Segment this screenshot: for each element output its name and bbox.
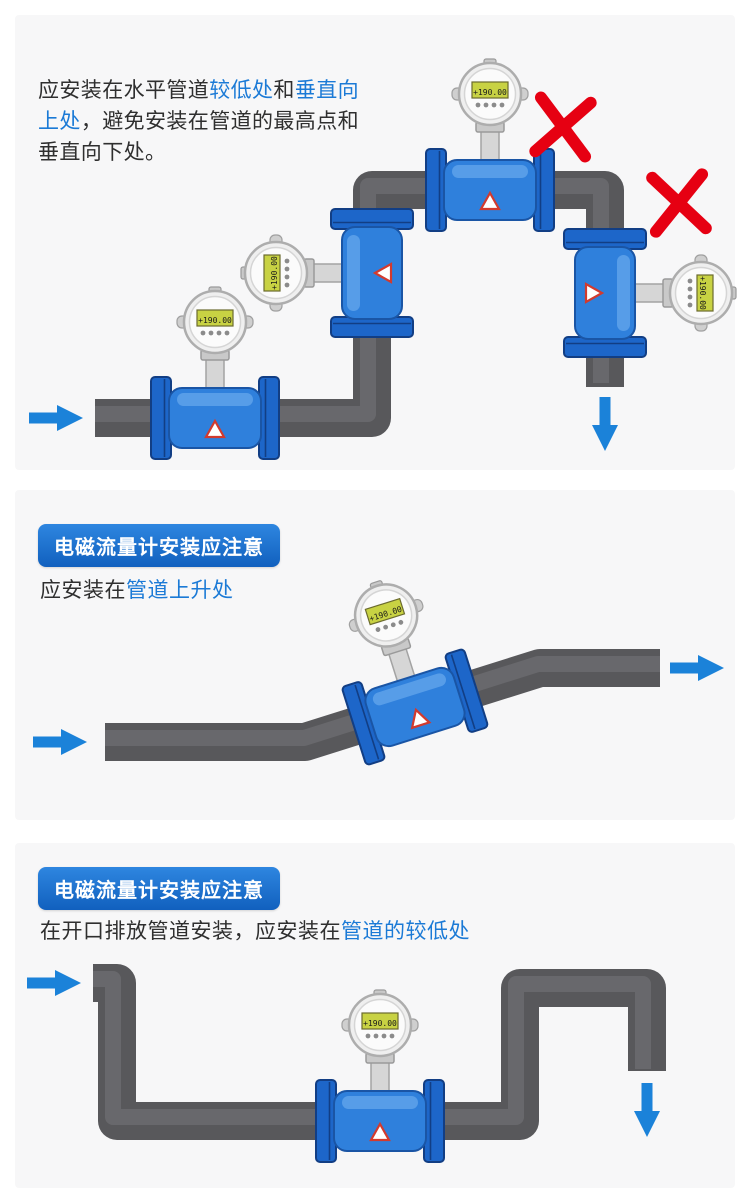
flow-in-arrow — [29, 405, 83, 431]
panel3-text-part1: 在开口排放管道安装，应安装在 — [40, 920, 341, 943]
panel-open-discharge-rule: 电磁流量计安装应注意 在开口排放管道安装，应安装在管道的较低处 — [15, 843, 735, 1188]
notice-badge: 电磁流量计安装应注意 — [38, 524, 280, 567]
pipe-highlight — [93, 971, 651, 1125]
flow-out-arrow-down — [592, 397, 618, 451]
diagram-pipe-run — [29, 57, 738, 461]
flow-out-arrow — [670, 655, 724, 681]
wrong-mark-vertical-down — [652, 174, 706, 231]
panel-horizontal-vertical-rules: 应安装在水平管道较低处和垂直向上处，避免安装在管道的最高点和垂直向下处。 — [15, 15, 738, 470]
panel3-instruction-text: 在开口排放管道安装，应安装在管道的较低处 — [40, 915, 470, 945]
diagram-rising-pipe — [33, 561, 724, 767]
flowmeter-vertical-up — [239, 207, 415, 339]
flowmeter-horizontal-low — [149, 285, 281, 461]
flow-out-arrow-down — [634, 1083, 660, 1137]
flow-in-arrow — [27, 970, 81, 996]
panel1-text-part5: ，避免安装在管道的最高点和垂直向下处。 — [38, 110, 360, 164]
panel2-text-part1: 应安装在 — [40, 579, 126, 602]
panel2-text-part2: 管道上升处 — [126, 579, 234, 602]
wrong-mark-highest-point — [535, 98, 590, 157]
panel1-text-part1: 应安装在水平管道 — [38, 79, 210, 102]
panel-rising-pipe-rule: 电磁流量计安装应注意 应安装在管道上升处 — [15, 490, 735, 820]
diagram-open-discharge-pipe — [27, 964, 666, 1164]
flowmeter-vertical-down — [562, 227, 738, 359]
panel1-text-part4: 垂直向上处 — [38, 79, 360, 133]
panel1-instruction-text: 应安装在水平管道较低处和垂直向上处，避免安装在管道的最高点和垂直向下处。 — [38, 75, 374, 168]
notice-badge: 电磁流量计安装应注意 — [38, 867, 280, 910]
panel1-text-part2: 较低处 — [209, 79, 274, 102]
panel3-text-part2: 管道的较低处 — [341, 920, 470, 943]
panel2-instruction-text: 应安装在管道上升处 — [40, 574, 234, 604]
flow-in-arrow — [33, 729, 87, 755]
flowmeter-at-low-point — [314, 988, 446, 1164]
panel1-text-part3: 和 — [273, 79, 295, 102]
